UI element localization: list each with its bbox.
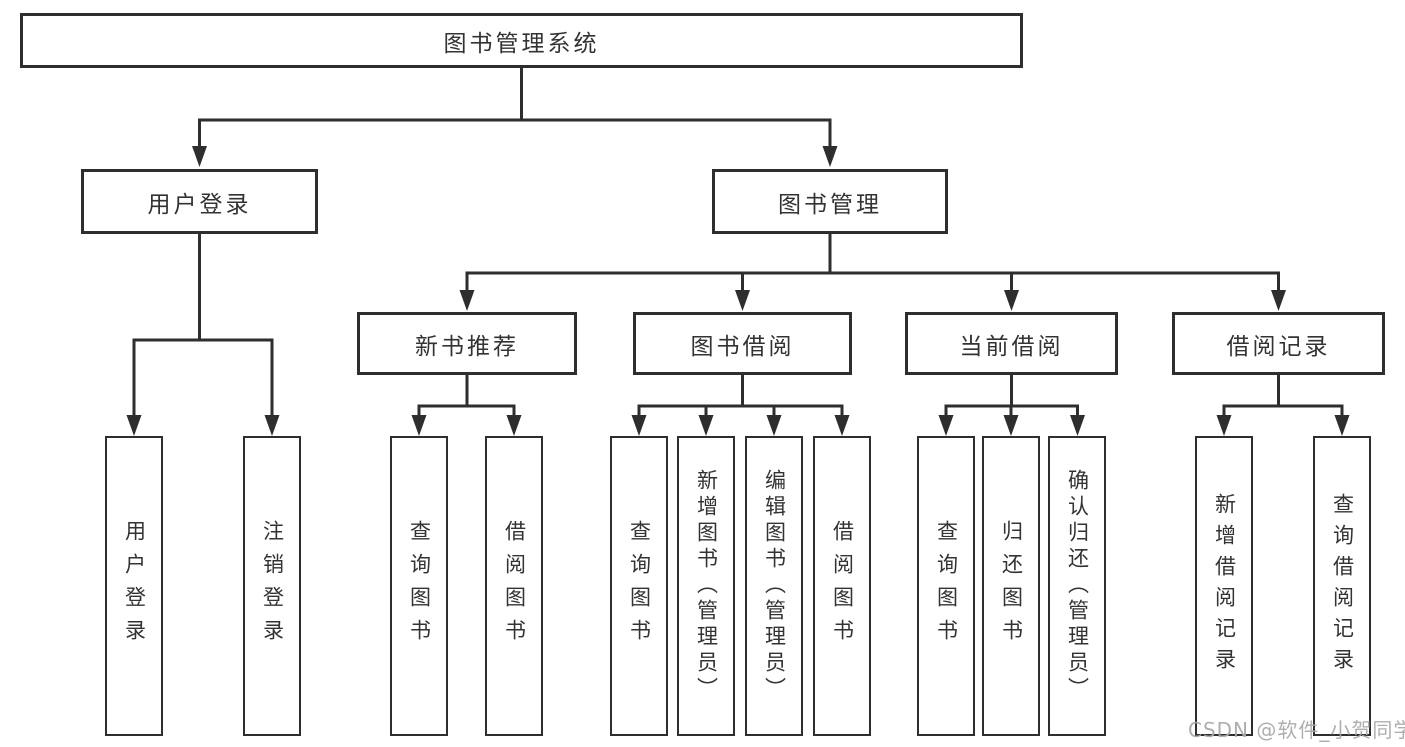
leaf-confirm-return-admin: 确认归还（管理员）	[1048, 436, 1106, 736]
csdn-watermark: CSDN @软件_小贺同学	[1188, 718, 1405, 742]
node-borrowing-records-label: 借阅记录	[1226, 333, 1331, 360]
leaf-query-books-borrowing-label: 查询图书	[627, 520, 652, 652]
node-book-borrowing-label: 图书借阅	[690, 333, 795, 360]
leaf-user-login: 用户登录	[105, 436, 163, 736]
leaf-borrow-books-borrowing: 借阅图书	[813, 436, 871, 736]
leaf-borrow-books-recommend: 借阅图书	[485, 436, 543, 736]
connector-root-to-level2	[192, 68, 838, 167]
leaf-add-borrow-record-label: 新增借阅记录	[1212, 493, 1237, 679]
leaf-borrow-books-recommend-label: 借阅图书	[502, 520, 527, 652]
node-current-borrowing-label: 当前借阅	[959, 333, 1064, 360]
leaf-return-book: 归还图书	[982, 436, 1040, 736]
node-book-borrowing: 图书借阅	[633, 312, 852, 375]
leaf-user-login-label: 用户登录	[122, 520, 147, 652]
leaf-borrow-books-borrowing-label: 借阅图书	[830, 520, 855, 652]
node-book-management: 图书管理	[712, 169, 948, 234]
leaf-logout-label: 注销登录	[260, 520, 285, 652]
node-user-login-label: 用户登录	[147, 191, 252, 218]
leaf-edit-book-admin: 编辑图书（管理员）	[745, 436, 803, 736]
leaf-return-book-label: 归还图书	[999, 520, 1024, 652]
node-library-system: 图书管理系统	[20, 13, 1023, 68]
leaf-query-books-recommend: 查询图书	[390, 436, 448, 736]
leaf-add-borrow-record: 新增借阅记录	[1195, 436, 1253, 736]
leaf-query-books-recommend-label: 查询图书	[407, 520, 432, 652]
leaf-add-book-admin-label: 新增图书（管理员）	[694, 469, 719, 703]
connector-book-borrowing-children	[631, 374, 850, 436]
leaf-edit-book-admin-label: 编辑图书（管理员）	[762, 469, 787, 703]
node-current-borrowing: 当前借阅	[905, 312, 1118, 375]
node-user-login: 用户登录	[81, 169, 318, 234]
leaf-query-borrow-record-label: 查询借阅记录	[1330, 493, 1355, 679]
leaf-query-borrow-record: 查询借阅记录	[1313, 436, 1371, 736]
node-new-book-recommendation: 新书推荐	[357, 312, 577, 375]
connector-new-book-children	[411, 374, 522, 436]
node-book-management-label: 图书管理	[778, 191, 882, 218]
leaf-query-books-current-label: 查询图书	[934, 520, 959, 652]
leaf-logout: 注销登录	[243, 436, 301, 736]
connector-book-management-children	[459, 233, 1286, 311]
leaf-add-book-admin: 新增图书（管理员）	[677, 436, 735, 736]
connector-borrowing-records-children	[1216, 374, 1350, 436]
leaf-query-books-current: 查询图书	[917, 436, 975, 736]
node-borrowing-records: 借阅记录	[1172, 312, 1385, 375]
node-new-book-recommendation-label: 新书推荐	[415, 333, 519, 360]
node-library-system-label: 图书管理系统	[443, 30, 600, 57]
connector-user-login-children	[126, 233, 280, 436]
leaf-query-books-borrowing: 查询图书	[610, 436, 668, 736]
leaf-confirm-return-admin-label: 确认归还（管理员）	[1065, 469, 1090, 703]
connector-current-borrowing-children	[938, 374, 1085, 436]
